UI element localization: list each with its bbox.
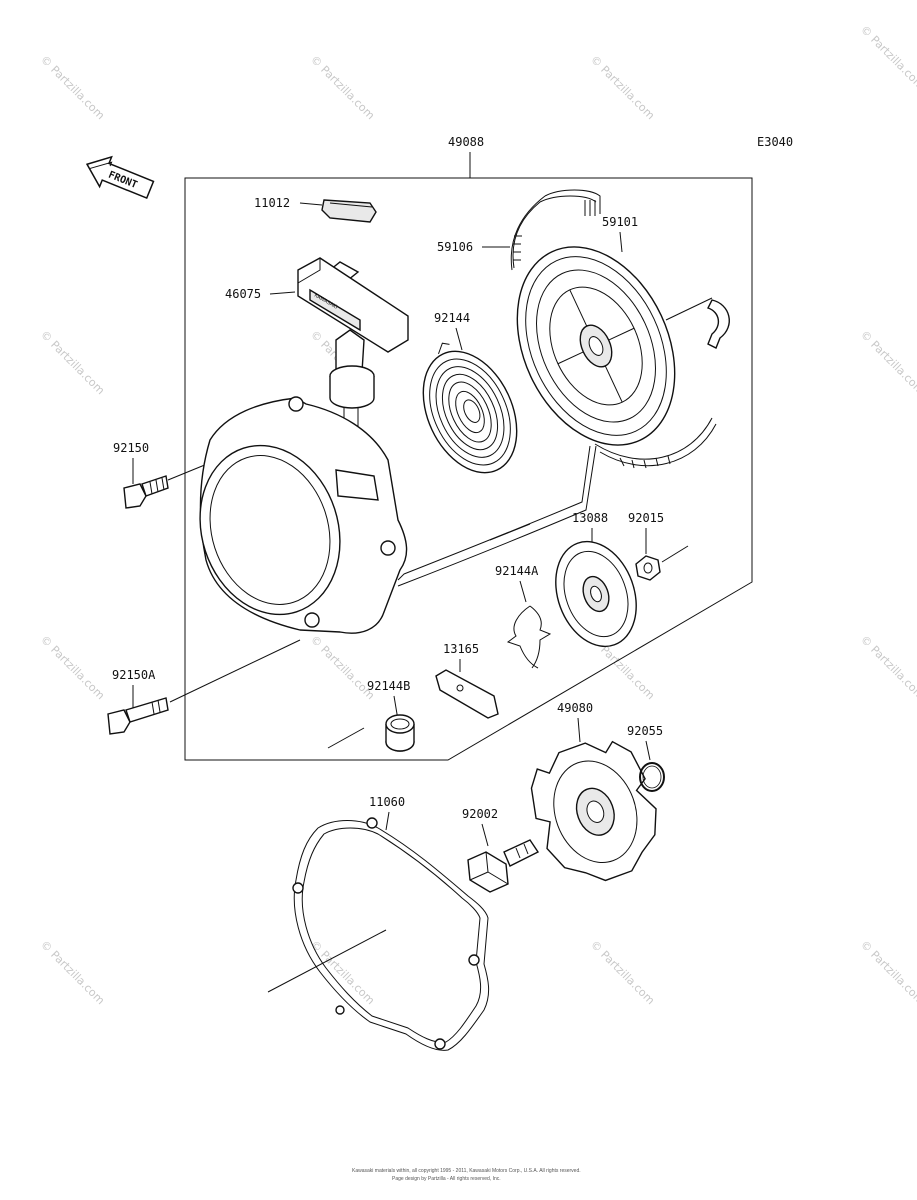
starter-rope-icon (397, 189, 717, 587)
part-label-92015[interactable]: 92015 (628, 511, 664, 525)
pointer-line (665, 297, 713, 321)
watermark: © Partzilla.com (38, 53, 107, 122)
part-label-92055[interactable]: 92055 (627, 724, 663, 738)
drive-pulley-icon (530, 740, 657, 882)
handle-cap-icon (321, 199, 377, 223)
front-arrow-icon: FRONT (85, 155, 155, 200)
leader-line (619, 231, 623, 253)
copyright-line: Page design by Partzilla - All rights re… (392, 1176, 501, 1182)
reel-pulley-icon (516, 246, 676, 446)
long-bolt-icon (107, 697, 169, 735)
watermark: © Partzilla.com (858, 328, 917, 397)
part-label-59101[interactable]: 59101 (602, 215, 638, 229)
part-label-92144[interactable]: 92144 (434, 311, 470, 325)
leader-line (481, 823, 489, 847)
part-label-92150[interactable]: 92150 (113, 441, 149, 455)
watermark: © Partzilla.com (308, 938, 377, 1007)
gasket-icon (292, 817, 490, 1051)
pointer-line (327, 727, 365, 749)
leader-line (269, 291, 296, 295)
part-label-92144A[interactable]: 92144A (495, 564, 539, 578)
watermark: © Partzilla.com (38, 328, 107, 397)
watermark: © Partzilla.com (308, 53, 377, 122)
part-label-13165[interactable]: 13165 (443, 642, 479, 656)
ratchet-plate-icon (555, 540, 637, 648)
coil-spring-icon (385, 714, 415, 752)
part-label-92002[interactable]: 92002 (462, 807, 498, 821)
pointer-line (169, 639, 301, 703)
starter-handle-icon: KAWASAKI (297, 257, 409, 476)
nut-icon (635, 555, 661, 581)
leader-line (645, 740, 651, 761)
ratchet-pawl-icon (435, 669, 499, 719)
watermark: © Partzilla.com (38, 633, 107, 702)
pointer-line (267, 929, 387, 993)
part-label-59106[interactable]: 59106 (437, 240, 473, 254)
copyright-line: Kawasaki materials within, all copyright… (352, 1168, 581, 1174)
starter-case-icon (199, 396, 408, 634)
part-label-92144B[interactable]: 92144B (367, 679, 410, 693)
o-ring-icon (639, 762, 665, 792)
spiral-spring-icon (422, 342, 518, 474)
reel-hook-icon (707, 299, 730, 349)
spring-clip-icon (506, 605, 552, 669)
watermark: © Partzilla.com (588, 938, 657, 1007)
part-label-49088[interactable]: 49088 (448, 135, 484, 149)
leader-line (385, 811, 390, 831)
part-label-11060[interactable]: 11060 (369, 795, 405, 809)
leader-line (455, 327, 463, 351)
part-label-13088[interactable]: 13088 (572, 511, 608, 525)
watermark: © Partzilla.com (858, 23, 917, 92)
pointer-line (661, 545, 689, 563)
watermark: © Partzilla.com (588, 53, 657, 122)
assembly-box (184, 177, 753, 761)
leader-line (577, 717, 581, 743)
part-label-49080[interactable]: 49080 (557, 701, 593, 715)
diagram-code: E3040 (757, 135, 793, 149)
part-label-92150A[interactable]: 92150A (112, 668, 156, 682)
watermark: © Partzilla.com (858, 938, 917, 1007)
leader-line (299, 202, 323, 206)
watermark: © Partzilla.com (858, 633, 917, 702)
bolt-icon (123, 475, 169, 509)
flange-bolt-icon (467, 839, 540, 893)
part-label-46075[interactable]: 46075 (225, 287, 261, 301)
part-label-11012[interactable]: 11012 (254, 196, 290, 210)
leader-line (519, 580, 527, 603)
watermark: © Partzilla.com (38, 938, 107, 1007)
